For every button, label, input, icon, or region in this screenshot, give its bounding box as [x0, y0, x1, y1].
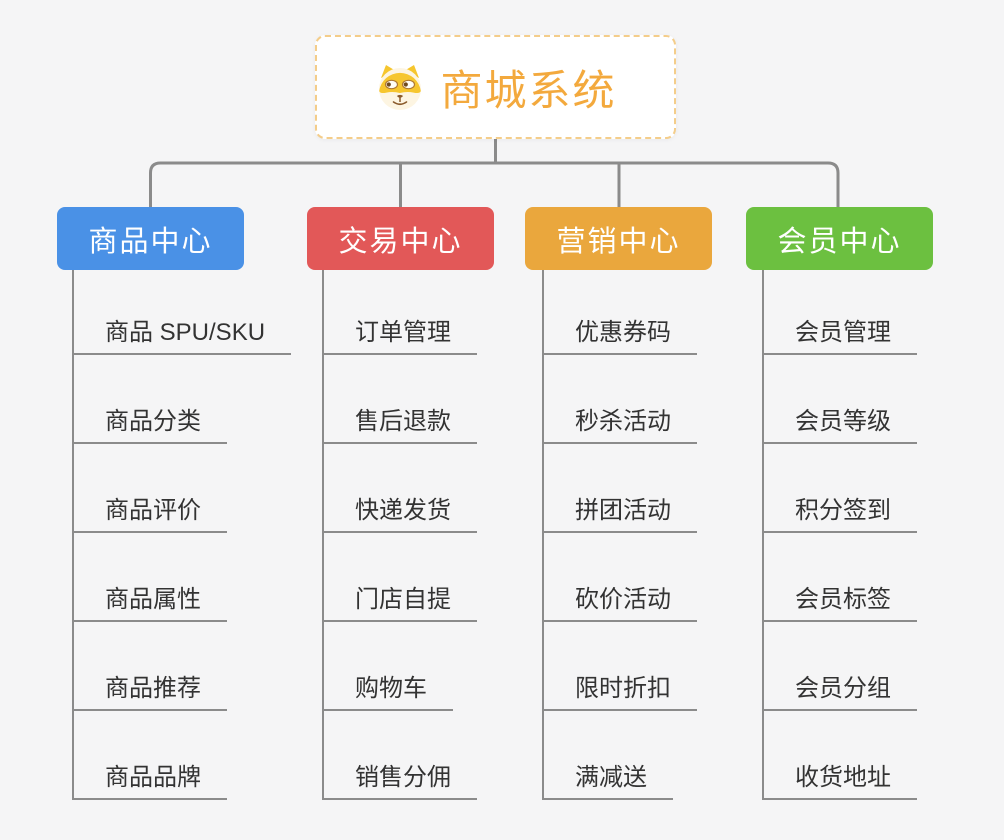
leaf-item[interactable]: 砍价活动 [542, 586, 697, 622]
leaf-item[interactable]: 商品推荐 [72, 675, 227, 711]
leaf-item[interactable]: 会员等级 [762, 408, 917, 444]
root-label: 商城系统 [440, 66, 617, 114]
leaf-item[interactable]: 订单管理 [322, 319, 477, 355]
column-line-3 [542, 270, 544, 800]
leaf-item[interactable]: 商品 SPU/SKU [72, 319, 292, 355]
column-line-4 [762, 270, 764, 800]
leaf-item[interactable]: 商品评价 [72, 497, 227, 533]
leaf-item[interactable]: 满减送 [542, 764, 673, 800]
root-node[interactable]: 商城系统 [315, 35, 676, 139]
dog-face-icon [379, 65, 422, 110]
leaf-item[interactable]: 拼团活动 [542, 497, 697, 533]
leaf-item[interactable]: 会员管理 [762, 319, 917, 355]
branch-node-1[interactable]: 商品中心 [57, 207, 244, 270]
leaf-item[interactable]: 售后退款 [322, 408, 477, 444]
connector-group [149, 139, 840, 208]
column-line-2 [322, 270, 324, 800]
branch-node-2[interactable]: 交易中心 [307, 207, 494, 270]
leaf-item[interactable]: 商品分类 [72, 408, 227, 444]
leaf-item[interactable]: 商品属性 [72, 586, 227, 622]
leaf-item[interactable]: 购物车 [322, 675, 453, 711]
branch-label: 商品中心 [88, 225, 213, 258]
bus-line [149, 161, 840, 208]
leaf-item[interactable]: 收货地址 [762, 764, 917, 800]
leaf-item[interactable]: 快递发货 [322, 497, 477, 533]
column-line-1 [72, 270, 74, 800]
branch-label: 交易中心 [338, 225, 463, 258]
leaf-item[interactable]: 优惠券码 [542, 319, 697, 355]
leaf-item[interactable]: 限时折扣 [542, 675, 697, 711]
leaf-item[interactable]: 商品品牌 [72, 764, 227, 800]
leaf-item[interactable]: 销售分佣 [322, 764, 477, 800]
leaf-item[interactable]: 会员标签 [762, 586, 917, 622]
branch-node-4[interactable]: 会员中心 [746, 207, 933, 270]
leaf-item[interactable]: 积分签到 [762, 497, 917, 533]
leaf-item[interactable]: 会员分组 [762, 675, 917, 711]
branch-label: 营销中心 [556, 225, 681, 258]
leaf-item[interactable]: 门店自提 [322, 586, 477, 622]
branch-node-3[interactable]: 营销中心 [525, 207, 712, 270]
leaf-item[interactable]: 秒杀活动 [542, 408, 697, 444]
branch-label: 会员中心 [777, 225, 902, 258]
